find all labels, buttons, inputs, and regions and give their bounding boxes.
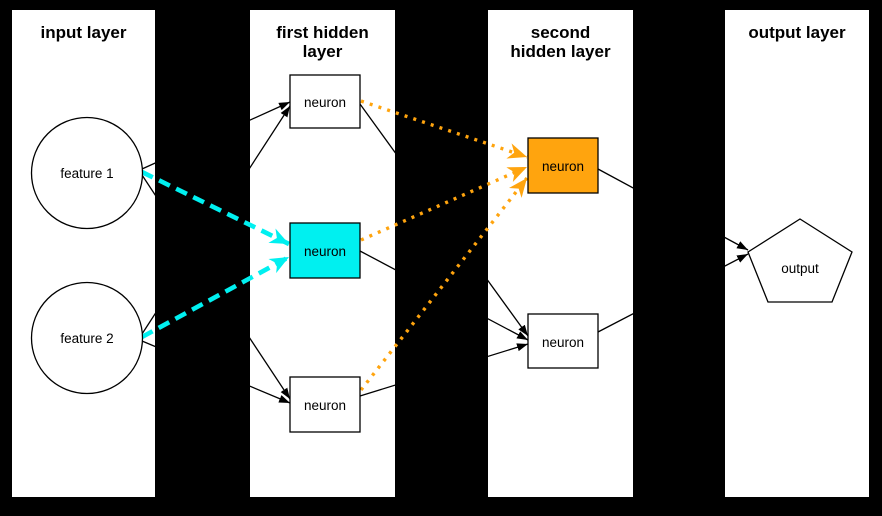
edge-hidden1-bottom-to-hidden2-bottom — [359, 343, 529, 397]
edges-solid — [141, 101, 749, 404]
edge-hidden1-middle-to-hidden2-bottom — [359, 250, 529, 341]
node-feature2 — [30, 281, 144, 395]
panel-title-line: layer — [302, 42, 343, 61]
panel-title-line: first hidden — [276, 23, 369, 42]
panel-title-output-layer: output layer — [725, 10, 869, 42]
panel-title-line: output layer — [748, 23, 846, 42]
label-hidden1-top: neuron — [304, 95, 346, 110]
edge-feature2-to-hidden1-middle — [140, 254, 291, 340]
label-output: output — [781, 261, 819, 276]
edges-dotted-orange — [359, 99, 529, 392]
edge-hidden1-top-to-hidden2-top — [360, 99, 528, 159]
panel-second-hidden-layer: second hidden layer — [488, 10, 633, 497]
label-hidden1-middle: neuron — [304, 244, 346, 259]
label-feature2: feature 2 — [60, 331, 113, 346]
edges-dashed-cyan — [140, 169, 291, 340]
panel-title-line: second — [530, 23, 591, 42]
panel-input-layer: input layer — [12, 10, 155, 497]
nodes — [30, 74, 853, 433]
edge-feature1-to-hidden1-middle — [140, 169, 291, 247]
label-hidden2-top: neuron — [542, 159, 584, 174]
node-labels: feature 1 feature 2 neuron neuron neuron… — [60, 95, 819, 413]
node-hidden2-top — [527, 137, 599, 194]
edge-hidden1-top-to-hidden2-bottom — [359, 103, 529, 337]
edge-hidden2-bottom-to-output — [597, 253, 749, 333]
node-hidden2-bottom — [527, 313, 599, 369]
edge-hidden1-bottom-to-hidden2-top — [359, 176, 529, 392]
node-hidden1-middle — [289, 222, 361, 279]
panel-title-second-hidden-layer: second hidden layer — [488, 10, 633, 61]
panel-title-line: input layer — [40, 23, 127, 42]
edge-hidden2-top-to-output — [597, 168, 749, 251]
node-hidden1-bottom — [289, 376, 361, 433]
node-feature1 — [30, 116, 144, 230]
label-feature1: feature 1 — [60, 166, 113, 181]
edge-hidden1-middle-to-hidden2-top — [360, 165, 528, 242]
panel-title-input-layer: input layer — [12, 10, 155, 42]
label-hidden2-bottom: neuron — [542, 335, 584, 350]
edge-feature1-to-hidden1-top — [141, 101, 291, 170]
panel-title-line: hidden layer — [510, 42, 611, 61]
label-hidden1-bottom: neuron — [304, 398, 346, 413]
edge-feature1-to-hidden1-bottom — [141, 174, 291, 400]
edge-feature2-to-hidden1-top — [141, 105, 291, 335]
node-hidden1-top — [289, 74, 361, 129]
edge-feature2-to-hidden1-bottom — [141, 340, 291, 404]
node-output — [747, 218, 853, 303]
panel-title-first-hidden-layer: first hidden layer — [250, 10, 395, 61]
